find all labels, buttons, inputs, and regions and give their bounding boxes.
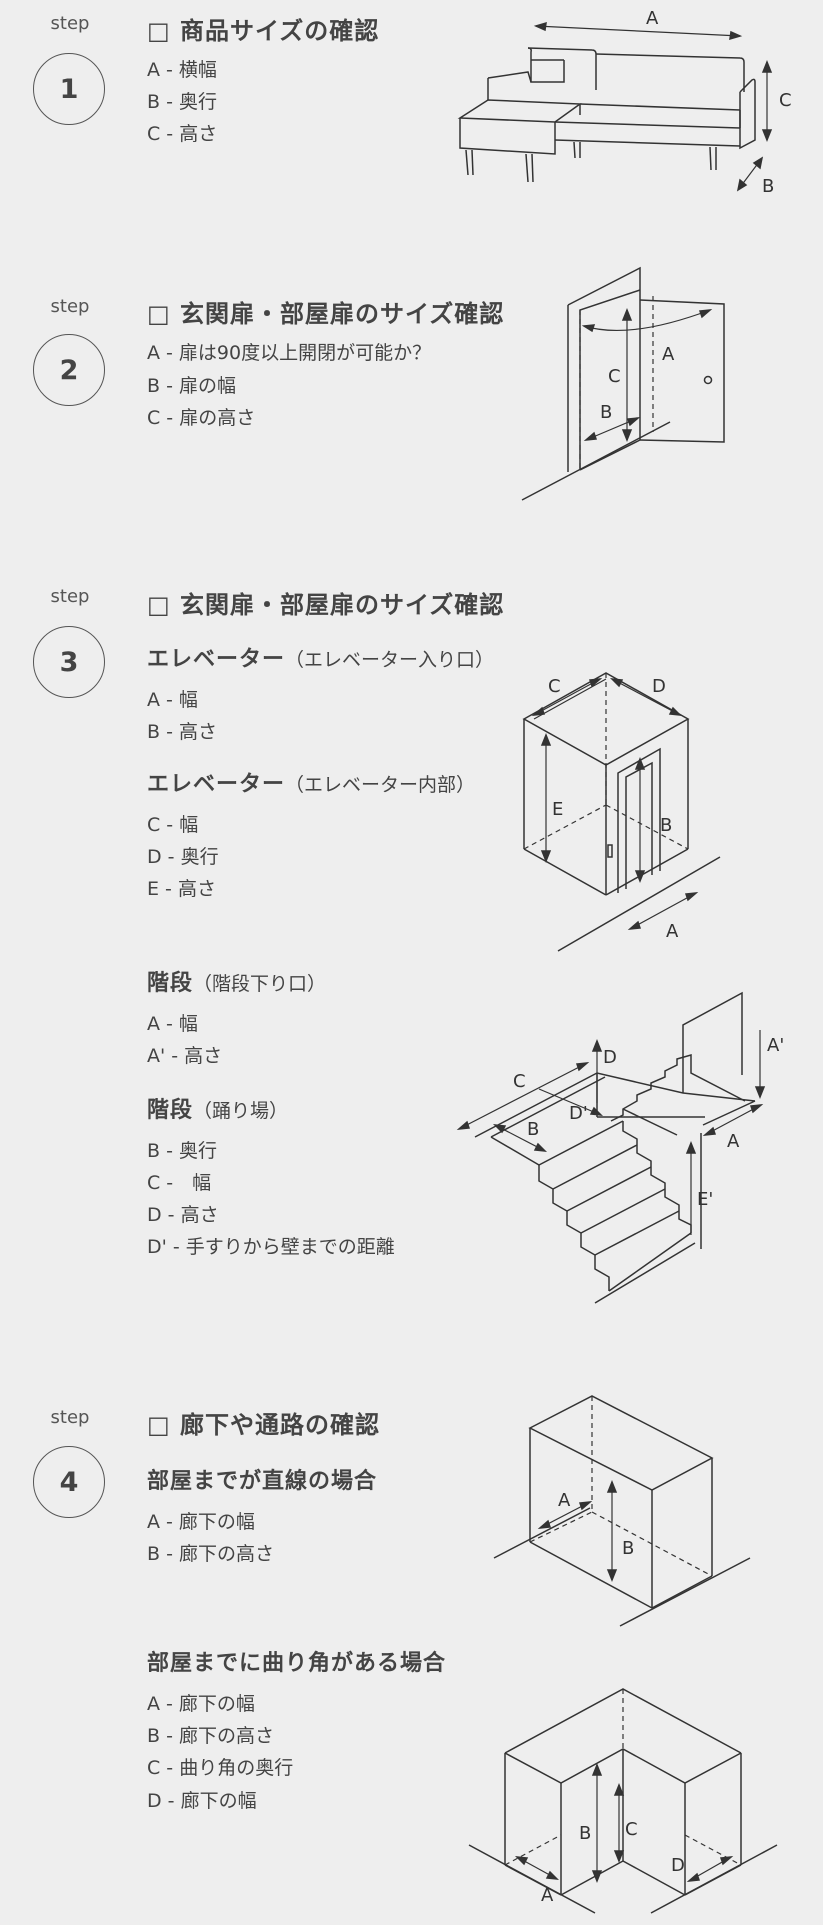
spec-item: D - 奥行: [147, 846, 219, 868]
spec-item: C - 高さ: [147, 123, 218, 145]
dim-label-b: B: [660, 815, 672, 836]
dim-label-e-prime: E': [697, 1189, 713, 1210]
subheading-text: 階段: [147, 971, 194, 996]
dim-label-a: A: [662, 344, 675, 365]
step-title: □ 廊下や通路の確認: [147, 1411, 381, 1439]
subheading-stairs-landing: 階段（踊り場）: [147, 1092, 288, 1124]
spec-item: B - 奥行: [147, 1140, 217, 1162]
dim-label-a: A: [666, 921, 679, 942]
spec-item: A - 幅: [147, 689, 198, 711]
dim-label-b: B: [579, 1823, 591, 1844]
spec-item: B - 廊下の高さ: [147, 1725, 274, 1747]
step-label: step: [50, 13, 90, 34]
spec-item: D - 廊下の幅: [147, 1790, 257, 1812]
spec-item: A - 廊下の幅: [147, 1693, 255, 1715]
subheading-note: （エレベーター入り口）: [285, 649, 495, 671]
subheading-elevator-entrance: エレベーター（エレベーター入り口）: [147, 641, 494, 673]
spec-item: B - 高さ: [147, 721, 217, 743]
dim-label-e: E: [552, 799, 563, 820]
dim-label-a-prime: A': [767, 1035, 784, 1056]
spec-item: A - 廊下の幅: [147, 1511, 255, 1533]
subheading-text: エレベーター: [147, 647, 286, 672]
step-title: □ 玄関扉・部屋扉のサイズ確認: [147, 591, 505, 619]
step-label: step: [50, 1407, 90, 1428]
step-title: □ 商品サイズの確認: [147, 17, 380, 45]
step-label: step: [50, 296, 90, 317]
dim-label-b: B: [762, 176, 774, 197]
dim-label-c: C: [625, 1819, 638, 1840]
subheading-stairs-entrance: 階段（階段下り口）: [147, 965, 326, 997]
spec-item: C - 幅: [147, 1172, 212, 1194]
dim-label-c: C: [608, 366, 621, 387]
spec-item: C - 幅: [147, 814, 199, 836]
subheading-note: （エレベーター内部）: [285, 774, 476, 796]
dim-label-c: C: [513, 1071, 526, 1092]
door-diagram: A C B: [521, 266, 725, 501]
spec-item: E - 高さ: [147, 878, 216, 900]
elevator-diagram: C D E B A: [522, 672, 721, 952]
spec-item: A - 幅: [147, 1013, 198, 1035]
dim-label-c: C: [779, 90, 792, 111]
spec-item: B - 扉の幅: [147, 375, 236, 397]
spec-item: C - 曲り角の奥行: [147, 1757, 294, 1779]
dim-label-b: B: [527, 1119, 539, 1140]
dim-label-d-prime: D': [569, 1103, 588, 1124]
spec-item: A - 横幅: [147, 59, 217, 81]
dim-label-b: B: [600, 402, 612, 423]
spec-item: D - 高さ: [147, 1204, 219, 1226]
step-number-circle: 1: [33, 53, 105, 125]
spec-item: A' - 高さ: [147, 1045, 223, 1067]
dim-label-a: A: [727, 1131, 740, 1152]
stairs-diagram: C B D D' A' A E': [456, 991, 784, 1304]
dim-label-b: B: [622, 1538, 634, 1559]
straight-corridor-diagram: A B: [493, 1395, 751, 1627]
dim-label-d: D: [603, 1047, 617, 1068]
dim-label-a: A: [646, 8, 659, 29]
spec-item: A - 扉は90度以上開閉が可能か？: [147, 342, 432, 364]
spec-item: D' - 手すりから壁までの距離: [147, 1236, 395, 1258]
dim-label-c: C: [548, 676, 561, 697]
step-number-circle: 4: [33, 1446, 105, 1518]
spec-item: B - 廊下の高さ: [147, 1543, 274, 1565]
subheading-straight: 部屋までが直線の場合: [147, 1469, 378, 1494]
spec-item: C - 扉の高さ: [147, 407, 256, 429]
sofa-diagram: A C B: [457, 8, 792, 197]
dim-label-a: A: [558, 1490, 571, 1511]
corner-corridor-diagram: A B C D: [468, 1688, 778, 1914]
subheading-corner: 部屋までに曲り角がある場合: [147, 1651, 447, 1676]
step-title: □ 玄関扉・部屋扉のサイズ確認: [147, 300, 505, 328]
dim-label-a: A: [541, 1885, 554, 1906]
subheading-note: （階段下り口）: [193, 973, 327, 995]
dim-label-d: D: [671, 1855, 685, 1876]
step-label: step: [50, 586, 90, 607]
subheading-note: （踊り場）: [193, 1100, 289, 1122]
dim-label-d: D: [652, 676, 666, 697]
spec-item: B - 奥行: [147, 91, 217, 113]
step-number-circle: 3: [33, 626, 105, 698]
subheading-text: エレベーター: [147, 772, 286, 797]
subheading-elevator-inside: エレベーター（エレベーター内部）: [147, 766, 475, 798]
subheading-text: 階段: [147, 1098, 194, 1123]
step-number-circle: 2: [33, 334, 105, 406]
